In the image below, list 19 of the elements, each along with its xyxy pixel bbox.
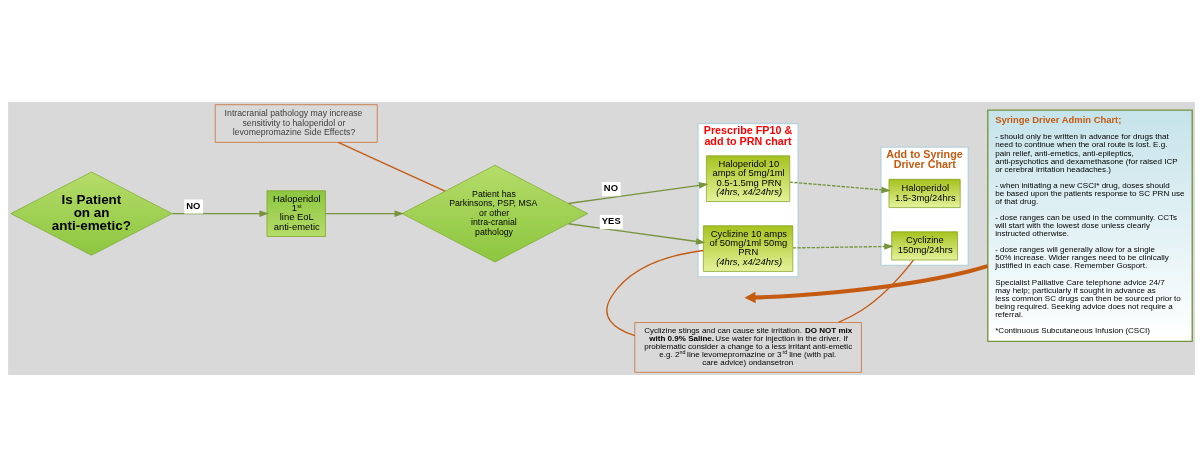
connector bbox=[837, 259, 915, 323]
edge-label: NO bbox=[603, 181, 618, 193]
edge-label: YES bbox=[601, 214, 621, 226]
node-box: Cyclizine 10 amps of 50mg/1ml 50mg PRN (4hrs, x4/24hrs) bbox=[703, 224, 794, 272]
connector bbox=[337, 141, 446, 192]
arrow bbox=[567, 222, 706, 245]
connector bbox=[606, 249, 704, 336]
arrow bbox=[792, 242, 894, 250]
node-box: Intracranial pathology may increase sensitivity to haloperidol or levomepromazine Side Effects? bbox=[214, 103, 378, 143]
edge-label: NO bbox=[186, 199, 201, 211]
node-box: Cyclizine 150mg/24hrs bbox=[891, 230, 958, 260]
arrow bbox=[789, 180, 891, 193]
node-box: Haloperidol 1$^{st}$ line EoL anti-emetic bbox=[266, 189, 326, 237]
node-box: Haloperidol 1.5-3mg/24hrs bbox=[888, 178, 961, 208]
arrow bbox=[171, 209, 269, 217]
node-diamond: Is Patient on an anti-emetic? bbox=[10, 171, 173, 256]
arrow bbox=[324, 209, 404, 217]
node-diamond: Patient has Parkinsons, PSP, MSA or other intra-cranial pathology bbox=[401, 164, 589, 262]
node-box: Haloperidol 10 amps of 5mg/1ml 0.5-1.5mg PRN (4hrs, x4/24hrs) bbox=[706, 154, 791, 202]
